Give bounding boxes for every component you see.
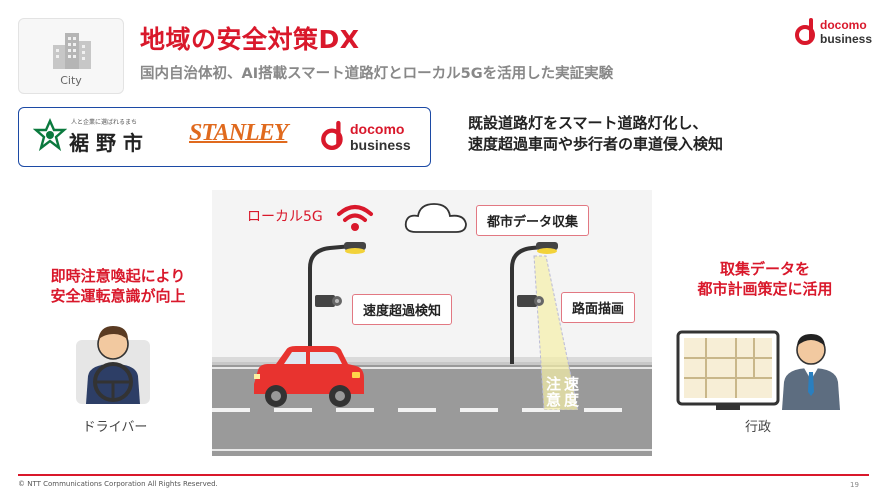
- docomo-text: docomo: [350, 121, 405, 137]
- logo-text-bottom: business: [820, 32, 873, 46]
- government-benefit-line-2: 都市計画策定に活用: [697, 280, 833, 298]
- data-collection-callout: 都市データ収集: [476, 205, 590, 236]
- page-title: 地域の安全対策DX: [140, 25, 360, 54]
- susono-tagline: 人と企業に選ばれるまち: [71, 119, 138, 126]
- speed-detection-callout: 速度超過検知: [352, 294, 453, 325]
- road-text-caution: 注意: [544, 376, 562, 408]
- light-beam: [533, 255, 579, 410]
- road-edge: [212, 362, 652, 365]
- government-benefit-line-1: 取集データを: [719, 260, 810, 278]
- red-car-icon: [254, 346, 364, 407]
- partner-logos: 人と企業に選ばれるまち 裾 野 市 STANLEY docomo busines…: [18, 107, 431, 167]
- government-label: 行政: [744, 420, 771, 435]
- cloud-icon: [404, 203, 467, 233]
- official-icon: [782, 334, 840, 410]
- logo-text-top: docomo: [820, 18, 867, 32]
- streetlight-right: [510, 242, 558, 364]
- monitor-map-icon: [676, 330, 780, 410]
- camera-icon: [517, 295, 544, 307]
- wifi-signal-icon: [337, 205, 373, 231]
- footer-divider: [18, 474, 869, 476]
- driver-benefit-line-1: 即時注意喚起により: [50, 267, 186, 285]
- susono-emblem-icon: [33, 118, 67, 152]
- driver-label: ドライバー: [82, 420, 148, 435]
- sidewalk: [212, 357, 652, 363]
- government-benefit: 取集データを 都市計画策定に活用: [680, 259, 850, 299]
- city-card: City: [18, 18, 124, 94]
- page-subtitle: 国内自治体初、AI搭載スマート道路灯とローカル5Gを活用した実証実験: [140, 66, 614, 82]
- page-number: 19: [850, 481, 859, 489]
- driver-benefit-line-2: 安全運転意識が向上: [50, 287, 186, 305]
- streetlight-left: [308, 242, 366, 364]
- description-line-2: 速度超過車両や歩行者の車道侵入検知: [468, 135, 724, 153]
- city-buildings-icon: [53, 33, 91, 69]
- road-text-speed: 速度: [562, 376, 580, 408]
- description-line-1: 既設道路灯をスマート道路灯化し、: [468, 114, 708, 132]
- susono-name: 裾 野 市: [69, 131, 143, 155]
- local-5g-label: ローカル5G: [247, 209, 323, 225]
- copyright: © NTT Communications Corporation All Rig…: [18, 480, 218, 488]
- driver-icon: [76, 326, 150, 404]
- business-text: business: [350, 137, 411, 153]
- docomo-business-logo: docomo business: [793, 16, 873, 48]
- camera-icon: [315, 295, 342, 307]
- driver-benefit: 即時注意喚起により 安全運転意識が向上: [38, 266, 198, 306]
- docomo-d-icon: [795, 18, 815, 45]
- docomo-d-icon: [321, 120, 343, 150]
- city-label: City: [60, 74, 82, 87]
- road-drawing-callout: 路面描画: [561, 292, 636, 323]
- stanley-logo: STANLEY: [189, 120, 288, 146]
